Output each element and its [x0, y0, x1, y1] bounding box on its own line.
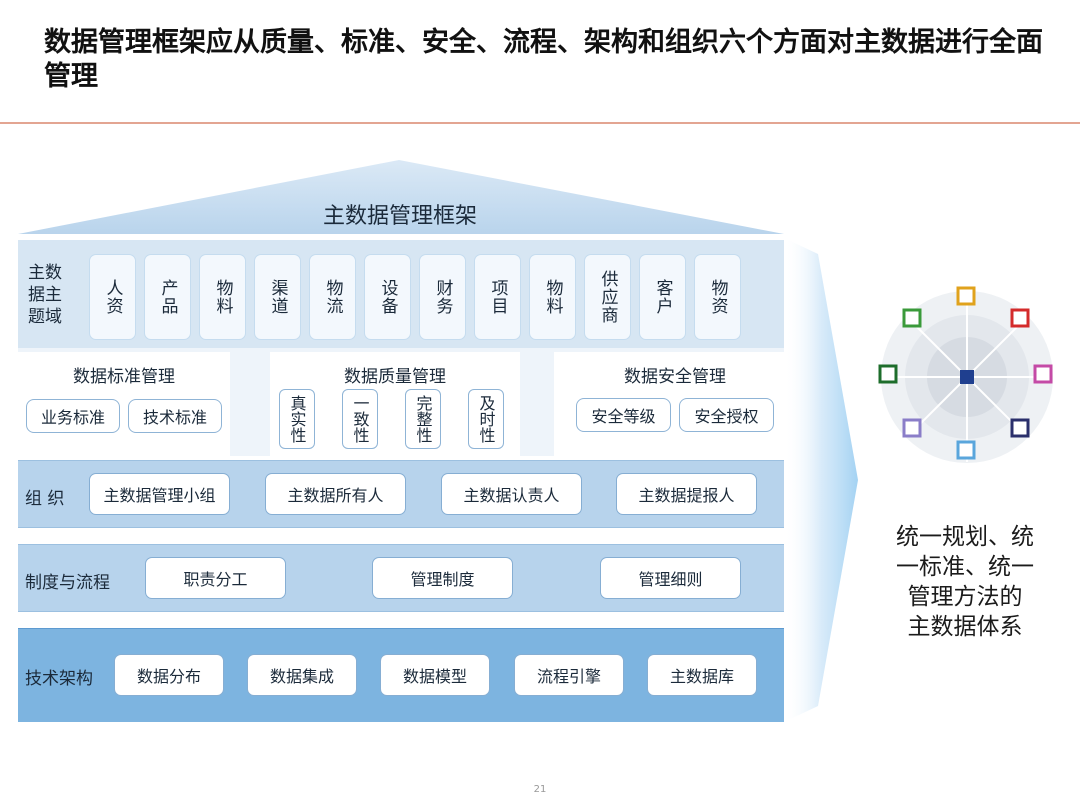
org-item: 主数据所有人 [265, 473, 406, 515]
org-item: 主数据认责人 [441, 473, 582, 515]
domain-tile: 产品 [144, 254, 191, 340]
page-number: 21 [533, 784, 547, 795]
tech-item: 主数据库 [647, 654, 757, 696]
tech-item: 数据集成 [247, 654, 357, 696]
quality-mgmt-title: 数据质量管理 [344, 367, 446, 387]
slide-title: 数据管理框架应从质量、标准、安全、流程、架构和组织六个方面对主数据进行全面管理 [44, 27, 1043, 92]
process-item: 管理细则 [600, 557, 741, 599]
domain-row-label: 主数据主题域 [28, 263, 62, 327]
quality-item-timeliness: 及时性 [468, 389, 504, 449]
summary-line: 管理方法的 [907, 584, 1023, 610]
domain-tile: 财务 [419, 254, 466, 340]
security-auth-item: 安全授权 [679, 398, 774, 432]
process-item: 管理制度 [372, 557, 513, 599]
summary-line: 主数据体系 [907, 614, 1023, 640]
domain-tile: 物流 [309, 254, 356, 340]
master-data-hub-graphic [878, 286, 1053, 463]
org-item: 主数据提报人 [616, 473, 757, 515]
quality-item-consistency: 一致性 [342, 389, 378, 449]
technical-standard-item: 技术标准 [128, 399, 222, 433]
summary-line: 统一规划、统 [896, 524, 1034, 550]
domain-tile: 客户 [639, 254, 686, 340]
domain-tile: 人资 [89, 254, 136, 340]
organization-row-label: 组 织 [25, 489, 65, 509]
domain-tile: 设备 [364, 254, 411, 340]
title-divider [0, 122, 1080, 124]
summary-line: 一标准、统一 [896, 554, 1034, 580]
domain-tile: 物料 [199, 254, 246, 340]
quality-item-completeness: 完整性 [405, 389, 441, 449]
quality-item-authenticity: 真实性 [279, 389, 315, 449]
org-item: 主数据管理小组 [89, 473, 230, 515]
domain-tile: 供应商 [584, 254, 631, 340]
tech-item: 流程引擎 [514, 654, 624, 696]
tech-item: 数据分布 [114, 654, 224, 696]
domain-tile: 物料 [529, 254, 576, 340]
security-level-item: 安全等级 [576, 398, 671, 432]
domain-tile: 渠道 [254, 254, 301, 340]
process-item: 职责分工 [145, 557, 286, 599]
domain-tile: 项目 [474, 254, 521, 340]
tech-item: 数据模型 [380, 654, 490, 696]
business-standard-item: 业务标准 [26, 399, 120, 433]
standard-mgmt-title: 数据标准管理 [73, 367, 175, 387]
process-row-label: 制度与流程 [25, 573, 110, 593]
summary-text: 统一规划、统 一标准、统一 管理方法的 主数据体系 [880, 522, 1050, 642]
domain-tile: 物资 [694, 254, 741, 340]
framework-title: 主数据管理框架 [322, 204, 477, 229]
security-mgmt-title: 数据安全管理 [624, 367, 726, 387]
technology-row-label: 技术架构 [25, 669, 93, 689]
